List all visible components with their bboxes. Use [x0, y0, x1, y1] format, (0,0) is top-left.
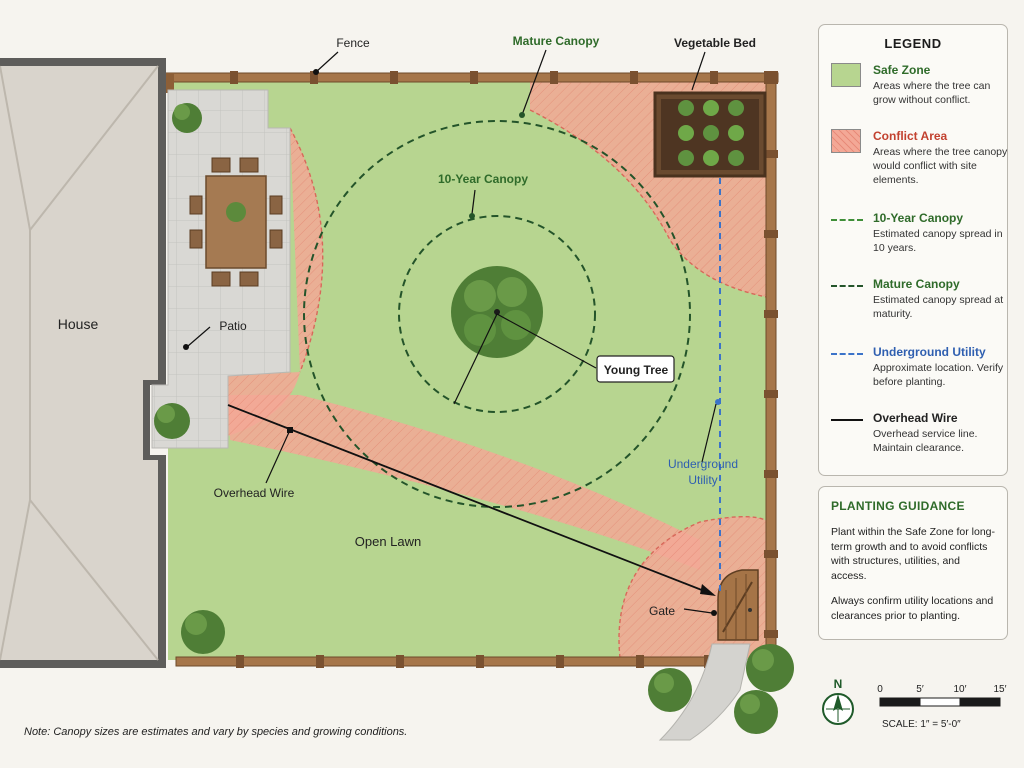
safe-zone-title: Safe Zone — [873, 63, 931, 77]
mature-canopy-dash — [831, 285, 863, 287]
ten-year-canopy-ring — [398, 215, 596, 413]
shrubs — [154, 103, 794, 734]
open-lawn-label: Open Lawn — [355, 534, 422, 549]
mature-canopy-title: Mature Canopy — [873, 277, 960, 291]
underground-utility-label-line1: Underground — [668, 457, 738, 471]
overhead-wire-title: Overhead Wire — [873, 411, 958, 425]
young-tree-callout: Young Tree — [596, 355, 675, 383]
planting-guidance-p1: Plant within the Safe Zone for long-term… — [831, 526, 996, 582]
legend-title: LEGEND — [884, 36, 942, 51]
gate — [658, 569, 759, 741]
scale-tick-0: 0 — [877, 684, 883, 695]
overhead-wire-label: Overhead Wire — [214, 486, 295, 500]
young-tree-label: Young Tree — [604, 363, 669, 377]
scale-tick-15: 15′ — [994, 684, 1007, 695]
scale-bar: 0 5′ 10′ 15′ — [877, 684, 1007, 707]
gate-label: Gate — [649, 604, 675, 618]
overhead-wire-line — [227, 404, 713, 595]
scale-caption: SCALE: 1″ = 5′-0″ — [882, 719, 961, 730]
ten-year-canopy-title: 10-Year Canopy — [873, 211, 964, 225]
overhead-wire-desc: Overhead service line. Maintain clearanc… — [873, 428, 978, 454]
underground-utility-title: Underground Utility — [873, 345, 986, 359]
house — [0, 58, 166, 668]
overhead-wire-stroke — [831, 419, 863, 421]
fence-label: Fence — [336, 36, 370, 50]
ten-year-canopy-desc: Estimated canopy spread in 10 years. — [873, 228, 1003, 254]
conflict-area-title: Conflict Area — [873, 129, 948, 143]
underground-utility-desc: Approximate location. Verify before plan… — [873, 362, 1004, 388]
patio-label: Patio — [219, 319, 247, 333]
scale-tick-10: 10′ — [954, 684, 967, 695]
north-arrow: N — [822, 677, 854, 725]
mature-canopy-label: Mature Canopy — [513, 34, 600, 48]
patio — [151, 89, 291, 449]
legend-panel: LEGEND Safe Zone Areas where the tree ca… — [818, 24, 1008, 476]
underground-utility-dash — [831, 353, 863, 355]
underground-utility-label-line2: Utility — [688, 473, 717, 487]
house-label: House — [58, 316, 99, 332]
planting-guidance-title: PLANTING GUIDANCE — [831, 499, 965, 513]
ten-year-canopy-dash — [831, 219, 863, 221]
footnote: Note: Canopy sizes are estimates and var… — [24, 726, 408, 738]
scale-tick-5: 5′ — [916, 684, 924, 695]
north-label: N — [834, 677, 843, 691]
ten-year-canopy-label: 10-Year Canopy — [438, 172, 528, 186]
conflict-area-swatch — [831, 129, 861, 153]
vegetable-bed — [653, 91, 767, 178]
mature-canopy-desc: Estimated canopy spread at maturity. — [873, 294, 1004, 320]
safe-zone-desc: Areas where the tree can grow without co… — [873, 80, 991, 106]
young-tree — [451, 266, 543, 358]
planting-guidance-p2: Always confirm utility locations and cle… — [831, 595, 994, 622]
safe-zone-swatch — [831, 63, 861, 87]
vegetable-bed-label: Vegetable Bed — [674, 36, 756, 50]
conflict-area-desc: Areas where the tree canopy would confli… — [873, 146, 1008, 186]
mature-canopy-ring — [303, 120, 691, 508]
planting-guidance-panel: PLANTING GUIDANCE Plant within the Safe … — [818, 486, 1008, 640]
